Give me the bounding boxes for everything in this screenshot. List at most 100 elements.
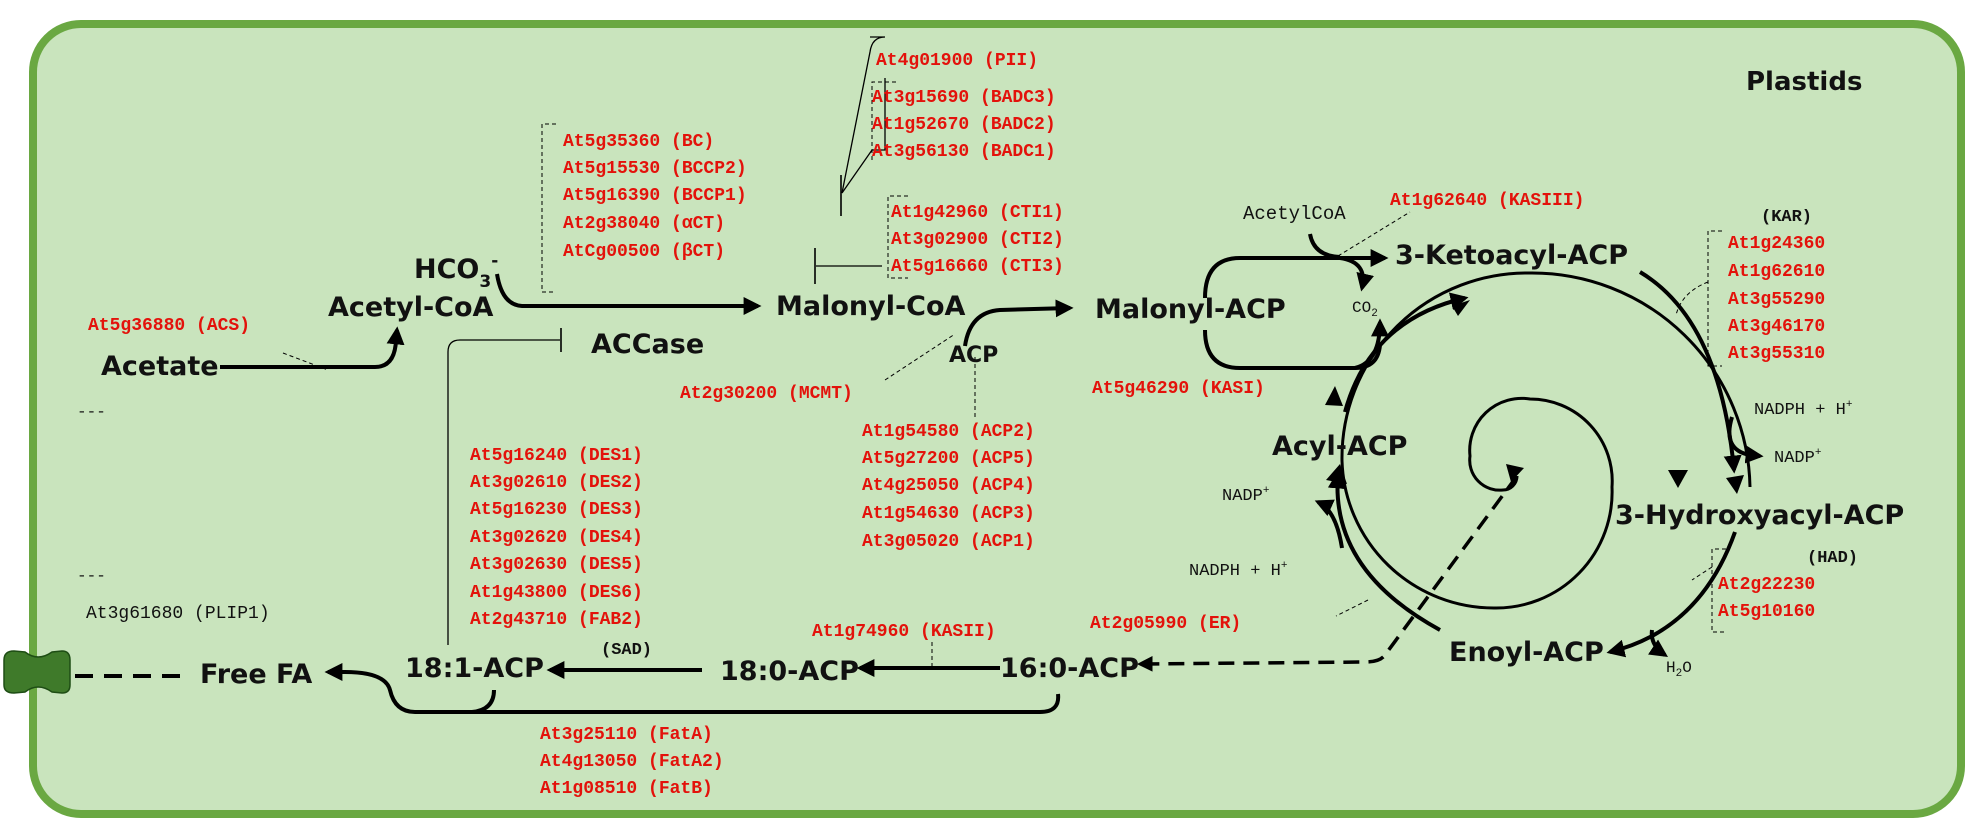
gene-fat-item: At4g13050 (FatA2) — [540, 752, 724, 772]
leader-er — [1335, 599, 1369, 617]
gene-acs: At5g36880 (ACS) — [88, 316, 250, 336]
gene-list-badc: At3g15690 (BADC3) At1g52670 (BADC2) At3g… — [872, 88, 1056, 162]
arc-enoyl-to-acyl — [1327, 470, 1441, 632]
leader-had-bracket — [1691, 548, 1726, 633]
gene-des-item: At5g16240 (DES1) — [470, 446, 643, 466]
compartment-label: Plastids — [1746, 67, 1862, 97]
gene-accase-item: AtCg00500 (βCT) — [563, 242, 725, 262]
gene-des-item: At5g16230 (DES3) — [470, 500, 643, 520]
metabolite-3-ketoacyl-acp: 3-Ketoacyl-ACP — [1395, 240, 1628, 271]
metabolite-16-0-acp: 16:0-ACP — [1000, 653, 1139, 684]
gene-accase-item: At5g15530 (BCCP2) — [563, 159, 747, 179]
metabolite-acyl-acp: Acyl-ACP — [1272, 431, 1407, 462]
gene-accase-item: At2g38040 (αCT) — [563, 214, 725, 234]
sad-title: (SAD) — [601, 641, 652, 660]
arrow-c18-1-hydrolysis — [471, 689, 496, 714]
elongation-spiral — [1340, 271, 1752, 610]
metabolite-acetyl-coa: Acetyl-CoA — [328, 292, 494, 323]
cofactor-nadph-left: NADPH + H+ — [1189, 560, 1287, 581]
gene-acp-item: At4g25050 (ACP4) — [862, 476, 1035, 496]
gene-accase-item: At5g35360 (BC) — [563, 132, 714, 152]
gene-des-item: At2g43710 (FAB2) — [470, 610, 643, 630]
gene-kasi: At5g46290 (KASI) — [1092, 379, 1265, 399]
gene-list-kar: At1g24360 At1g62610 At3g55290 At3g46170 … — [1728, 234, 1825, 364]
gene-list-accase: At5g35360 (BC) At5g15530 (BCCP2) At5g163… — [563, 132, 747, 262]
gene-kar-item: At3g55310 — [1728, 344, 1825, 364]
gene-kar-item: At1g24360 — [1728, 234, 1825, 254]
gene-list-acp: At1g54580 (ACP2) At5g27200 (ACP5) At4g25… — [862, 422, 1035, 552]
gene-pii: At4g01900 (PII) — [876, 51, 1038, 71]
arrow-malonylcoa-to-malonylacp — [963, 299, 1074, 347]
gene-list-had: At2g22230 At5g10160 — [1718, 575, 1815, 622]
gene-had-item: At5g10160 — [1718, 602, 1815, 622]
spiral-arrowhead-6 — [1325, 386, 1343, 406]
metabolite-malonyl-acp: Malonyl-ACP — [1095, 294, 1286, 325]
arrow-co2-out-top — [1339, 256, 1375, 292]
cofactor-h2o: H2O — [1666, 659, 1692, 680]
gene-kar-item: At3g46170 — [1728, 317, 1825, 337]
spiral-arrowhead-3 — [1668, 470, 1688, 488]
leader-badc-bracket — [871, 81, 896, 160]
spiral-arrowhead-1 — [1506, 464, 1524, 482]
arrow-nadph-to-nadp-left — [1314, 499, 1344, 549]
metabolite-18-0-acp: 18:0-ACP — [720, 656, 859, 687]
leader-accase-bracket — [541, 123, 556, 293]
leader-kasiii — [1337, 211, 1411, 257]
cofactor-nadph-right: NADPH + H+ — [1754, 399, 1852, 420]
dash-mark-2: --- — [77, 567, 106, 585]
kar-title: (KAR) — [1761, 208, 1812, 227]
had-title: (HAD) — [1807, 549, 1858, 568]
arrow-malonylacp-to-ketoacyl — [1203, 249, 1389, 299]
leader-kar-bracket — [1675, 230, 1722, 367]
inhibition-line-plip-accase — [447, 339, 560, 645]
gene-fat-item: At3g25110 (FatA) — [540, 725, 713, 745]
gene-cti-item: At5g16660 (CTI3) — [891, 257, 1064, 277]
gene-had-item: At2g22230 — [1718, 575, 1815, 595]
gene-acp-item: At3g05020 (ACP1) — [862, 532, 1035, 552]
gene-badc-item: At1g52670 (BADC2) — [872, 115, 1056, 135]
arc-acyl-to-ketoacyl — [1343, 292, 1469, 413]
leader-cti-bracket — [887, 195, 908, 279]
gene-acp-item: At1g54580 (ACP2) — [862, 422, 1035, 442]
metabolite-enoyl-acp: Enoyl-ACP — [1449, 637, 1604, 668]
metabolite-18-1-acp: 18:1-ACP — [405, 653, 544, 684]
cofactor-nadp-left: NADP+ — [1222, 485, 1269, 506]
metabolite-hco3: HCO3- — [414, 251, 498, 292]
dash-mark-1: --- — [77, 403, 106, 421]
plastid-compartment — [29, 20, 1965, 818]
arrow-acetylcoa-to-malonylcoa — [495, 273, 762, 315]
inhibition-line-badc — [841, 78, 886, 194]
gene-kasiii: At1g62640 (KASIII) — [1390, 191, 1584, 211]
cofactor-nadp-right: NADP+ — [1774, 447, 1821, 468]
gene-kar-item: At3g55290 — [1728, 290, 1825, 310]
inhibition-line-pii — [841, 36, 886, 194]
gene-list-cti: At1g42960 (CTI1) At3g02900 (CTI2) At5g16… — [891, 203, 1064, 277]
gene-kar-item: At1g62610 — [1728, 262, 1825, 282]
spiral-arrowhead-4 — [1726, 475, 1744, 494]
arrow-spiral-to-c16 — [1136, 474, 1519, 672]
gene-badc-item: At3g15690 (BADC3) — [872, 88, 1056, 108]
gene-list-des: At5g16240 (DES1) At3g02610 (DES2) At5g16… — [470, 446, 643, 630]
gene-badc-item: At3g56130 (BADC1) — [872, 142, 1056, 162]
gene-des-item: At3g02620 (DES4) — [470, 528, 643, 548]
gene-kasii: At1g74960 (KASII) — [812, 622, 996, 642]
metabolite-malonyl-coa: Malonyl-CoA — [776, 291, 966, 322]
cofactor-acp: ACP — [949, 343, 998, 368]
cofactor-acetylcoa: AcetylCoA — [1243, 203, 1346, 225]
gene-des-item: At3g02630 (DES5) — [470, 555, 643, 575]
metabolite-3-hydroxyacyl-acp: 3-Hydroxyacyl-ACP — [1615, 500, 1904, 531]
gene-cti-item: At1g42960 (CTI1) — [891, 203, 1064, 223]
gene-list-fat: At3g25110 (FatA) At4g13050 (FatA2) At1g0… — [540, 725, 724, 799]
arrow-nadph-to-nadp-right — [1727, 416, 1764, 464]
arrow-acetylcoa-in — [1308, 233, 1341, 259]
arrow-to-free-fa — [324, 663, 1061, 714]
metabolite-free-fa: Free FA — [200, 659, 312, 690]
gene-fat-item: At1g08510 (FatB) — [540, 779, 713, 799]
arrow-h2o-out — [1648, 629, 1668, 657]
gene-cti-item: At3g02900 (CTI2) — [891, 230, 1064, 250]
arrow-acetate-to-acetylcoa — [220, 326, 405, 369]
arc-hydroxyacyl-to-enoyl — [1606, 531, 1737, 658]
gene-acp-item: At1g54630 (ACP3) — [862, 504, 1035, 524]
gene-des-item: At1g43800 (DES6) — [470, 583, 643, 603]
